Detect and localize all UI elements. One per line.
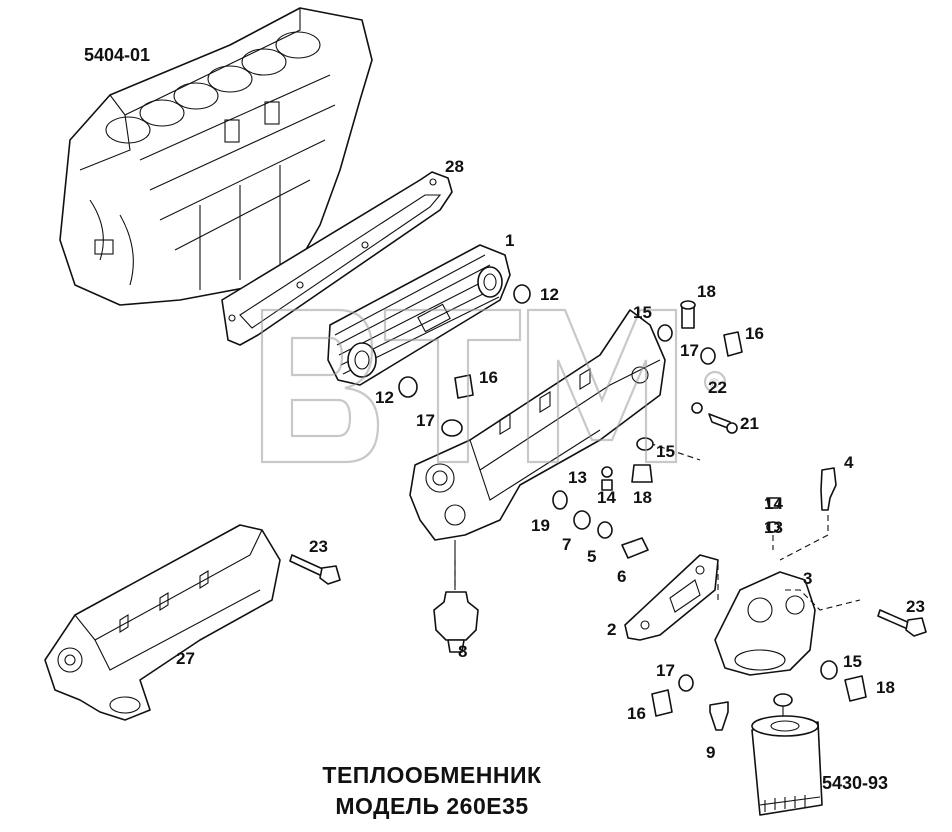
watermark-mark: ® [709, 375, 720, 391]
callout-27: 27 [176, 649, 195, 668]
callout-17-center: 17 [416, 411, 435, 430]
callout-16-center: 16 [479, 368, 498, 387]
callout-19: 19 [531, 516, 550, 535]
callout-15-top: 15 [633, 303, 652, 322]
callout-28: 28 [445, 157, 464, 176]
callout-14-center: 14 [597, 488, 616, 507]
engine-block [59, 7, 373, 306]
callout-12-bottom: 12 [375, 388, 394, 407]
sensor-4 [779, 467, 837, 561]
callout-6: 6 [617, 567, 626, 586]
callout-23-left: 23 [309, 537, 328, 556]
callout-22: 22 [708, 378, 727, 397]
oil-filter [751, 693, 823, 816]
callout-13-right: 13 [764, 518, 783, 537]
callout-17-lower: 17 [656, 661, 675, 680]
drawing-code-filter: 5430-93 [822, 773, 888, 793]
cylinder-bores [105, 31, 321, 144]
callout-3: 3 [803, 569, 812, 588]
valve-8 [433, 560, 479, 653]
callout-8: 8 [458, 642, 467, 661]
filter-head-3 [714, 560, 861, 676]
callout-13-center: 13 [568, 468, 587, 487]
bolt-23-right [877, 609, 927, 637]
drawing-code-block: 5404-01 [84, 45, 150, 65]
callout-18-lower: 18 [876, 678, 895, 697]
callout-23-right: 23 [906, 597, 925, 616]
callout-18-center: 18 [633, 488, 652, 507]
callout-1: 1 [505, 231, 514, 250]
callout-18-top: 18 [697, 282, 716, 301]
callout-2: 2 [607, 620, 616, 639]
callout-21: 21 [740, 414, 759, 433]
fittings-upper [398, 284, 743, 491]
btm-watermark: ® [260, 308, 727, 464]
callout-12-top: 12 [540, 285, 559, 304]
callout-15-center: 15 [656, 442, 675, 461]
callout-9: 9 [706, 743, 715, 762]
fittings-middle [552, 490, 781, 559]
bolt-23-left [289, 554, 341, 585]
housing-27 [44, 524, 281, 721]
callout-7: 7 [562, 535, 571, 554]
callout-15-lower: 15 [843, 652, 862, 671]
callout-5: 5 [587, 547, 596, 566]
cooler-core-1 [327, 244, 511, 386]
gasket-28 [221, 171, 453, 346]
callout-16-lower: 16 [627, 704, 646, 723]
title-line-2: МОДЕЛЬ 260E35 [335, 793, 528, 819]
callout-4: 4 [844, 453, 854, 472]
callout-17-top-right: 17 [680, 341, 699, 360]
fittings-lower [651, 660, 867, 731]
callout-16-top-right: 16 [745, 324, 764, 343]
callout-labels: 28 1 12 12 18 15 16 17 22 21 16 17 15 13… [176, 157, 925, 762]
title-line-1: ТЕПЛООБМЕННИК [322, 762, 542, 788]
callout-14-right: 14 [764, 494, 783, 513]
gasket-2 [624, 554, 719, 641]
